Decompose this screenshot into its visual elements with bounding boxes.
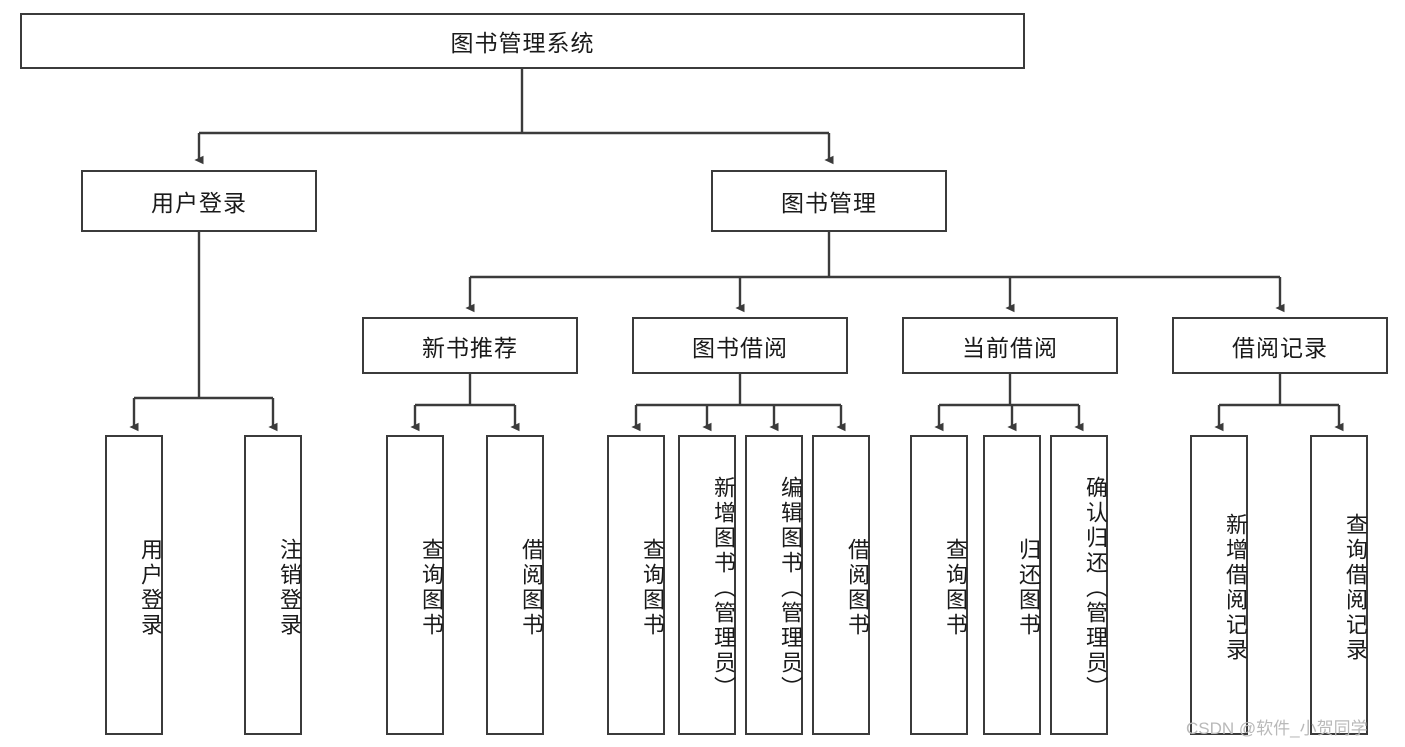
node-leaf-add-book[interactable]: 新增图书（管理员） [678, 435, 736, 735]
node-leaf-user-login[interactable]: 用户登录 [105, 435, 163, 735]
node-leaf-edit-book[interactable]: 编辑图书（管理员） [745, 435, 803, 735]
node-leaf-confirm-return[interactable]: 确认归还（管理员） [1050, 435, 1108, 735]
node-leaf-query-book-borrow[interactable]: 查询图书 [607, 435, 665, 735]
node-new-book-recommend-label: 新书推荐 [422, 334, 518, 361]
node-book-borrow[interactable]: 图书借阅 [632, 317, 848, 374]
node-book-borrow-label: 图书借阅 [692, 334, 788, 361]
node-root-label: 图书管理系统 [450, 30, 595, 56]
node-leaf-logout-label: 注销登录 [277, 538, 302, 638]
node-user-login-label: 用户登录 [151, 190, 247, 216]
node-leaf-query-borrow-record-label: 查询借阅记录 [1343, 513, 1368, 663]
node-leaf-return-book-label: 归还图书 [1016, 538, 1041, 638]
node-leaf-return-book[interactable]: 归还图书 [983, 435, 1041, 735]
node-leaf-query-book-current-label: 查询图书 [943, 538, 968, 638]
node-leaf-add-borrow-record[interactable]: 新增借阅记录 [1190, 435, 1248, 735]
node-current-borrow[interactable]: 当前借阅 [902, 317, 1118, 374]
node-leaf-query-borrow-record[interactable]: 查询借阅记录 [1310, 435, 1368, 735]
node-leaf-confirm-return-label: 确认归还（管理员） [1083, 475, 1108, 701]
node-leaf-logout[interactable]: 注销登录 [244, 435, 302, 735]
node-leaf-query-book-recommend[interactable]: 查询图书 [386, 435, 444, 735]
node-current-borrow-label: 当前借阅 [962, 334, 1058, 361]
node-leaf-query-book-borrow-label: 查询图书 [640, 538, 665, 638]
node-leaf-user-login-label: 用户登录 [138, 538, 163, 638]
node-leaf-add-borrow-record-label: 新增借阅记录 [1223, 513, 1248, 663]
node-user-login[interactable]: 用户登录 [81, 170, 317, 232]
node-new-book-recommend[interactable]: 新书推荐 [362, 317, 578, 374]
node-leaf-borrow-book-recommend[interactable]: 借阅图书 [486, 435, 544, 735]
node-leaf-query-book-recommend-label: 查询图书 [419, 538, 444, 638]
node-leaf-borrow-book-label: 借阅图书 [845, 538, 870, 638]
node-leaf-query-book-current[interactable]: 查询图书 [910, 435, 968, 735]
node-borrow-record[interactable]: 借阅记录 [1172, 317, 1388, 374]
node-book-management-label: 图书管理 [781, 190, 877, 216]
node-leaf-add-book-label: 新增图书（管理员） [711, 475, 736, 701]
node-leaf-edit-book-label: 编辑图书（管理员） [778, 475, 803, 701]
watermark: CSDN @软件_小贺同学 [1186, 719, 1368, 738]
node-root[interactable]: 图书管理系统 [20, 13, 1025, 69]
node-leaf-borrow-book[interactable]: 借阅图书 [812, 435, 870, 735]
node-borrow-record-label: 借阅记录 [1232, 334, 1328, 361]
node-book-management[interactable]: 图书管理 [711, 170, 947, 232]
node-leaf-borrow-book-recommend-label: 借阅图书 [519, 538, 544, 638]
